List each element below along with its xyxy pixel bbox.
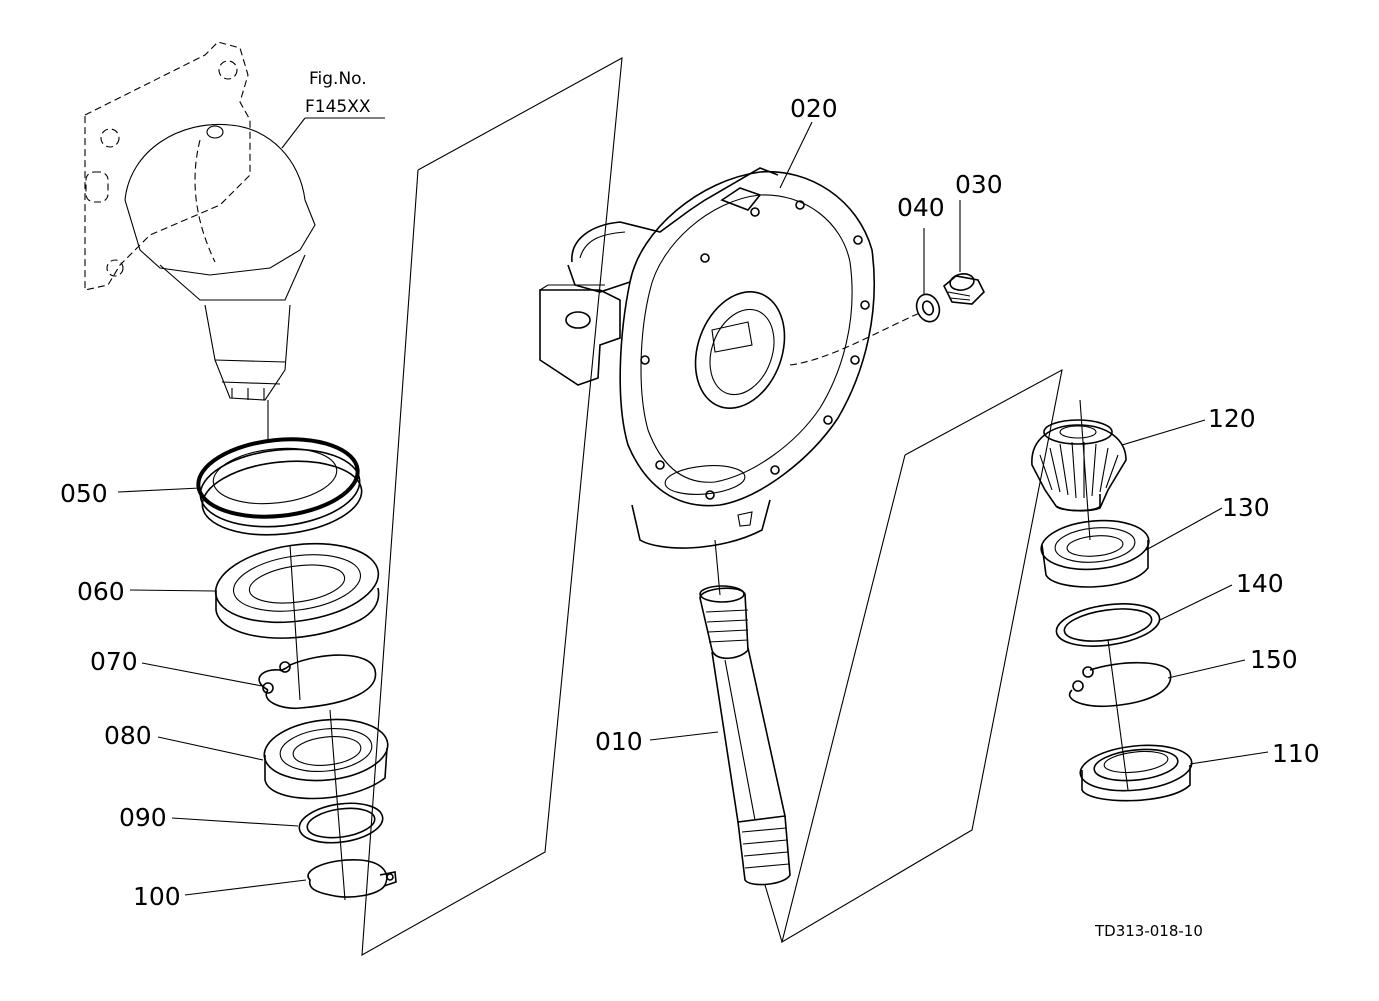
oil-seal-050	[196, 437, 363, 536]
part-label-060: 060	[77, 577, 125, 606]
axis-010-bottom	[764, 884, 783, 943]
shaft-010	[699, 585, 791, 886]
axis-060-070	[289, 544, 301, 701]
snap-ring-150	[1068, 661, 1172, 708]
part-label-020: 020	[790, 94, 838, 123]
drawing-code: TD313-018-10	[1094, 922, 1203, 940]
axis-140-110	[1107, 639, 1129, 791]
group-bracket-left	[361, 57, 623, 956]
part-label-050: 050	[60, 479, 108, 508]
bearing-130	[1040, 519, 1150, 588]
part-label-130: 130	[1222, 493, 1270, 522]
snap-ring-070	[258, 654, 377, 710]
gear-case-020	[539, 167, 923, 549]
part-label-140: 140	[1236, 569, 1284, 598]
part-label-040: 040	[897, 193, 945, 222]
bearing-060	[214, 542, 380, 639]
group-bracket-right	[781, 368, 1063, 944]
washer-040	[915, 293, 941, 323]
reference-housing-outline	[84, 41, 316, 401]
part-label-080: 080	[104, 721, 152, 750]
washer-140	[1055, 603, 1161, 647]
part-label-100: 100	[133, 882, 181, 911]
washer-090	[298, 802, 384, 844]
axis-120-130	[1079, 399, 1091, 541]
part-label-070: 070	[90, 647, 138, 676]
figure-ref-line1: Fig.No.	[309, 69, 367, 89]
figure-ref-line2: F145XX	[305, 97, 371, 117]
axis-080-100	[329, 709, 346, 901]
seal-110	[1079, 744, 1193, 802]
part-label-110: 110	[1272, 739, 1320, 768]
circlip-100	[307, 859, 397, 898]
part-label-090: 090	[119, 803, 167, 832]
part-label-010: 010	[595, 727, 643, 756]
plug-030	[943, 273, 985, 305]
bearing-080	[263, 718, 389, 800]
leader-lines	[117, 117, 1269, 896]
part-label-120: 120	[1208, 404, 1256, 433]
bevel-gear-120	[1031, 419, 1127, 512]
part-label-150: 150	[1250, 645, 1298, 674]
part-label-030: 030	[955, 170, 1003, 199]
